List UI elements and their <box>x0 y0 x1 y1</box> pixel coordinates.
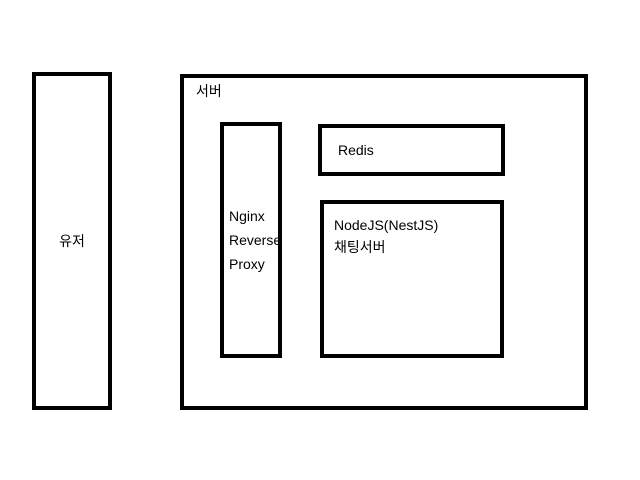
user-box-label: 유저 <box>59 233 85 249</box>
nodejs-label-line-2: 채팅서버 <box>334 239 386 255</box>
nginx-label-line-2: Reverse <box>229 232 282 248</box>
server-box-label: 서버 <box>196 83 222 99</box>
nginx-box-label: Nginx Reverse Proxy <box>224 204 282 276</box>
nginx-reverse-proxy-box: Nginx Reverse Proxy <box>220 122 282 358</box>
server-box: 서버 Nginx Reverse Proxy Redis NodeJS(Nest… <box>180 74 588 410</box>
nodejs-chat-server-box: NodeJS(NestJS) 채팅서버 <box>320 200 504 358</box>
nginx-label-line-1: Nginx <box>229 208 265 224</box>
nginx-label-line-3: Proxy <box>229 256 265 272</box>
redis-box-label: Redis <box>338 142 374 158</box>
nodejs-label-line-1: NodeJS(NestJS) <box>334 217 439 233</box>
redis-box: Redis <box>318 124 505 176</box>
user-box: 유저 <box>32 72 112 410</box>
